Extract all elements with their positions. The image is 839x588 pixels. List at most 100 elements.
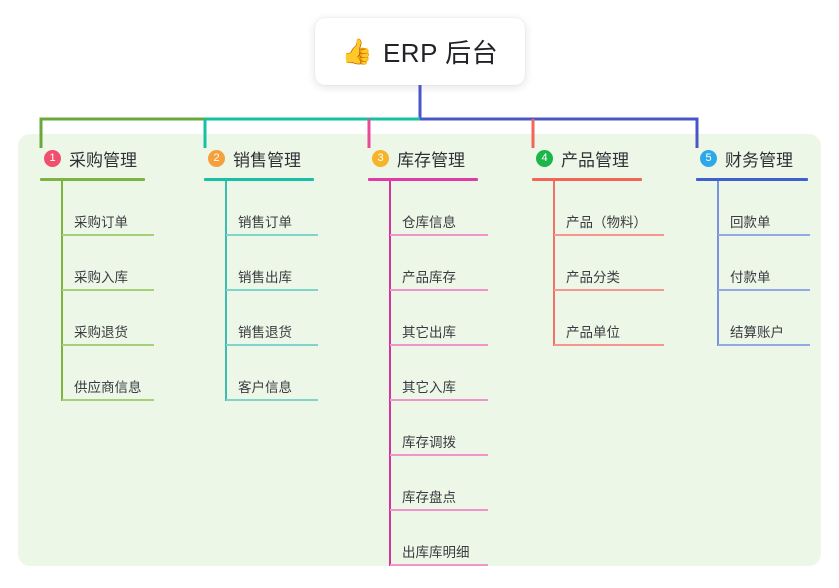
column-badge-icon: 3 [372, 149, 389, 167]
column-underline [40, 178, 145, 181]
leaf-list: 销售订单销售出库销售退货客户信息 [204, 181, 318, 401]
root-title: ERP 后台 [382, 38, 499, 68]
leaf-label: 采购订单 [74, 215, 128, 230]
leaf-item[interactable]: 采购退货 [62, 291, 154, 346]
leaf-item[interactable]: 销售退货 [226, 291, 318, 346]
thumbs-up-icon: 👍 [341, 38, 373, 66]
leaf-underline [390, 289, 488, 291]
leaf-item[interactable]: 结算账户 [718, 291, 810, 346]
leaf-item[interactable]: 采购入库 [62, 236, 154, 291]
leaf-item[interactable]: 出库库明细 [390, 511, 488, 566]
leaf-label: 客户信息 [238, 380, 292, 395]
column-title: 销售管理 [233, 150, 301, 170]
leaf-label: 销售退货 [238, 325, 292, 340]
leaf-list: 产品（物料） 产品分类产品单位 [532, 181, 664, 346]
column-underline [204, 178, 314, 181]
column-title: 采购管理 [69, 150, 137, 170]
leaf-label: 销售订单 [238, 215, 292, 230]
leaf-item[interactable]: 其它入库 [390, 346, 488, 401]
column-header-4[interactable]: 4 产品管理 [532, 145, 647, 171]
column-badge-icon: 1 [44, 149, 61, 167]
column-title: 产品管理 [561, 150, 629, 170]
column-spine [553, 181, 555, 346]
leaf-label: 采购入库 [74, 270, 128, 285]
column-badge-icon: 2 [208, 149, 225, 167]
leaf-list: 回款单付款单结算账户 [696, 181, 810, 346]
leaf-underline [62, 344, 154, 346]
column-1: 1 采购管理采购订单采购入库采购退货供应商信息 [40, 145, 154, 401]
leaf-underline [718, 344, 810, 346]
leaf-item[interactable]: 库存调拨 [390, 401, 488, 456]
leaf-label: 出库库明细 [402, 545, 470, 560]
leaf-underline [718, 234, 810, 236]
leaf-label: 其它出库 [402, 325, 456, 340]
leaf-item[interactable]: 客户信息 [226, 346, 318, 401]
leaf-underline [390, 344, 488, 346]
leaf-label: 供应商信息 [74, 380, 142, 395]
leaf-item[interactable]: 回款单 [718, 181, 810, 236]
column-spine [717, 181, 719, 346]
leaf-label: 采购退货 [74, 325, 128, 340]
leaf-underline [390, 234, 488, 236]
root-title-card[interactable]: 👍 ERP 后台 [315, 18, 525, 85]
leaf-item[interactable]: 产品分类 [554, 236, 664, 291]
leaf-item[interactable]: 仓库信息 [390, 181, 488, 236]
leaf-item[interactable]: 销售出库 [226, 236, 318, 291]
leaf-label: 回款单 [730, 215, 771, 230]
column-header-3[interactable]: 3 库存管理 [368, 145, 478, 171]
leaf-list: 仓库信息产品库存其它出库其它入库库存调拨库存盘点出库库明细 [368, 181, 488, 566]
leaf-underline [554, 289, 664, 291]
column-underline [532, 178, 642, 181]
leaf-label: 产品分类 [566, 270, 620, 285]
leaf-label: 库存盘点 [402, 490, 456, 505]
leaf-item[interactable]: 供应商信息 [62, 346, 154, 401]
leaf-underline [718, 289, 810, 291]
leaf-item[interactable]: 产品单位 [554, 291, 664, 346]
leaf-underline [62, 289, 154, 291]
leaf-item[interactable]: 销售订单 [226, 181, 318, 236]
leaf-underline [226, 399, 318, 401]
column-title: 财务管理 [725, 150, 793, 170]
leaf-label: 结算账户 [730, 325, 784, 340]
leaf-label: 销售出库 [238, 270, 292, 285]
leaf-list: 采购订单采购入库采购退货供应商信息 [40, 181, 154, 401]
leaf-underline [226, 289, 318, 291]
column-header-1[interactable]: 1 采购管理 [40, 145, 145, 171]
column-underline [696, 178, 808, 181]
leaf-item[interactable]: 库存盘点 [390, 456, 488, 511]
leaf-underline [226, 344, 318, 346]
column-2: 2 销售管理销售订单销售出库销售退货客户信息 [204, 145, 318, 401]
leaf-item[interactable]: 产品（物料） [554, 181, 664, 236]
leaf-label: 产品（物料） [566, 215, 647, 230]
leaf-underline [554, 234, 664, 236]
leaf-label: 库存调拨 [402, 435, 456, 450]
leaf-label: 产品库存 [402, 270, 456, 285]
leaf-label: 产品单位 [566, 325, 620, 340]
leaf-label: 付款单 [730, 270, 771, 285]
leaf-item[interactable]: 付款单 [718, 236, 810, 291]
column-badge-icon: 5 [700, 149, 717, 167]
leaf-underline [390, 509, 488, 511]
leaf-underline [390, 399, 488, 401]
column-3: 3 库存管理仓库信息产品库存其它出库其它入库库存调拨库存盘点出库库明细 [368, 145, 488, 566]
column-header-2[interactable]: 2 销售管理 [204, 145, 314, 171]
column-spine [225, 181, 227, 401]
leaf-underline [62, 234, 154, 236]
column-underline [368, 178, 478, 181]
column-spine [61, 181, 63, 401]
leaf-underline [390, 454, 488, 456]
leaf-underline [62, 399, 154, 401]
column-badge-icon: 4 [536, 149, 553, 167]
column-5: 5 财务管理回款单付款单结算账户 [696, 145, 810, 346]
column-header-5[interactable]: 5 财务管理 [696, 145, 808, 171]
leaf-item[interactable]: 其它出库 [390, 291, 488, 346]
column-spine [389, 181, 391, 566]
diagram-panel [18, 134, 821, 566]
column-title: 库存管理 [397, 150, 465, 170]
leaf-underline [390, 564, 488, 566]
leaf-underline [554, 344, 664, 346]
leaf-item[interactable]: 采购订单 [62, 181, 154, 236]
leaf-item[interactable]: 产品库存 [390, 236, 488, 291]
column-4: 4 产品管理产品（物料） 产品分类产品单位 [532, 145, 664, 346]
